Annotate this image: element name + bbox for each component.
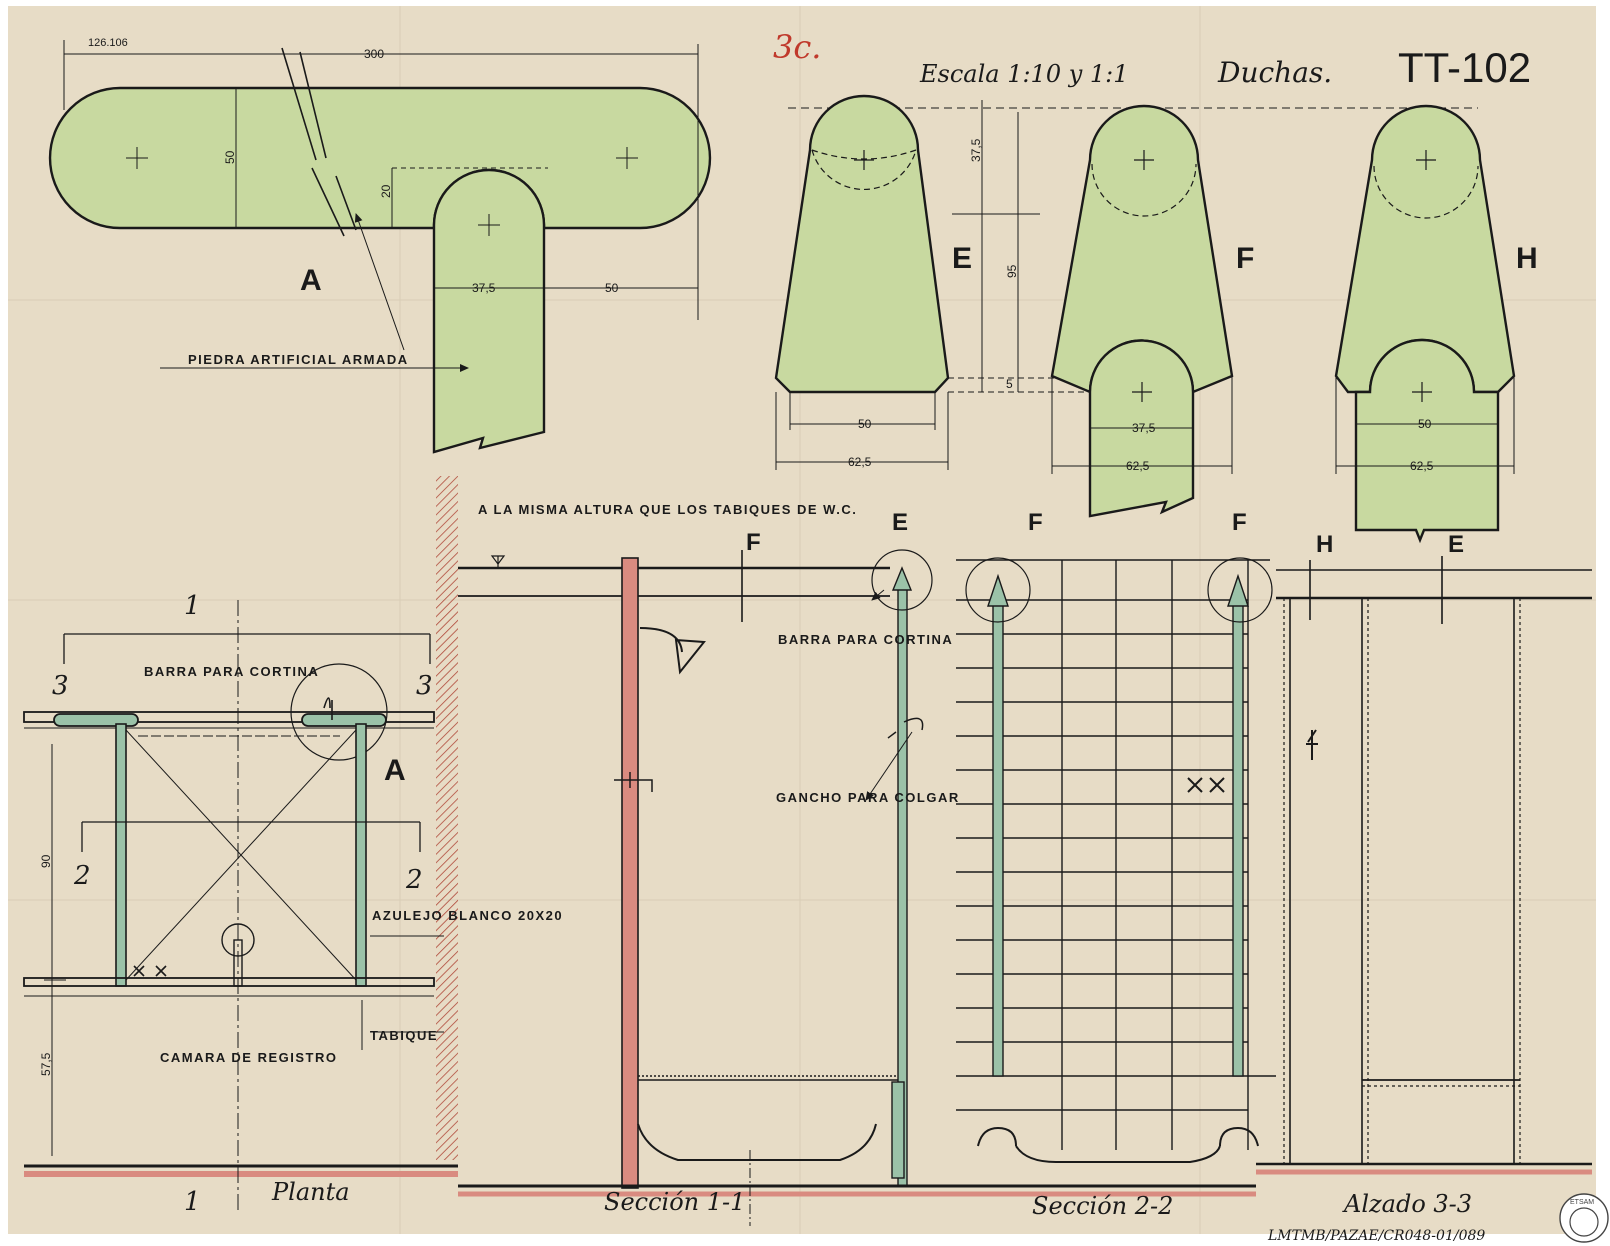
- etsam-logo: ETSAM: [1559, 1193, 1609, 1243]
- plan-partition-label: TABIQUE: [370, 1028, 438, 1043]
- profile-h-letter: H: [1516, 242, 1538, 275]
- section-1-1: [458, 549, 1256, 1226]
- section-2-2: [956, 557, 1273, 1163]
- section-1-1-title: Sección 1-1: [604, 1188, 745, 1216]
- archive-number: 126.106: [88, 37, 128, 49]
- profile-e-letter: E: [952, 242, 972, 275]
- profile-dim-375v: 37,5: [969, 138, 983, 162]
- profile-h-dim-50: 50: [1418, 417, 1432, 431]
- profile-e-dim-625: 62,5: [848, 455, 872, 469]
- elevation-ref-h: H: [1316, 531, 1333, 558]
- section-2-2-ref-f-left: F: [1028, 509, 1043, 536]
- material-label: PIEDRA ARTIFICIAL ARMADA: [188, 352, 409, 367]
- sheet-number: 3c.: [773, 28, 821, 66]
- archive-reference: LMTMB/PAZAE/CR048-01/089: [1267, 1228, 1485, 1244]
- detail-a-beam: [48, 86, 712, 230]
- plan-cut-2-right: 2: [405, 865, 423, 895]
- elevation-3-3-title: Alzado 3-3: [1342, 1190, 1472, 1218]
- profile-dim-95: 95: [1005, 264, 1019, 278]
- section-2-2-title: Sección 2-2: [1032, 1192, 1173, 1220]
- plan-dim-90: 90: [39, 854, 53, 868]
- profile-f-dim-625: 62,5: [1126, 459, 1150, 473]
- section-1-1-hook: GANCHO PARA COLGAR: [776, 790, 960, 805]
- plan-detail-ref: A: [384, 754, 406, 787]
- tile-grid-cols: [1061, 560, 1249, 1150]
- profile-e: 50 62,5 E: [774, 94, 972, 470]
- detail-a-dim-50v: 50: [223, 150, 237, 164]
- detail-a: [48, 86, 712, 454]
- profile-h: 50 62,5 H: [1334, 104, 1538, 544]
- section-2-2-ref-f-right: F: [1232, 509, 1247, 536]
- plan-chamber-label: CAMARA DE REGISTRO: [160, 1050, 337, 1065]
- plan-cut-2-left: 2: [73, 861, 91, 891]
- etsam-logo-text: ETSAM: [1570, 1199, 1594, 1206]
- elevation-3-3: [1248, 556, 1592, 1175]
- profile-e-shape: [774, 94, 950, 394]
- profile-dim-5: 5: [1006, 377, 1013, 391]
- detail-a-dim-50h: 50: [605, 281, 619, 295]
- section-1-1-note: A LA MISMA ALTURA QUE LOS TABIQUES DE W.…: [478, 502, 857, 517]
- section-1-1-ref-f: F: [746, 529, 761, 556]
- detail-a-post: [432, 168, 546, 454]
- profile-h-lower: [1354, 338, 1500, 544]
- plan-title: Planta: [271, 1178, 350, 1206]
- section-1-1-ref-e: E: [892, 509, 908, 536]
- sheet-subject: Duchas.: [1217, 56, 1332, 89]
- detail-a-dim-20: 20: [379, 184, 393, 198]
- profile-f: 37,5 62,5 F: [1050, 104, 1254, 518]
- profile-h-dim-625: 62,5: [1410, 459, 1434, 473]
- plan-view: [23, 476, 458, 1210]
- profile-e-dim-50: 50: [858, 417, 872, 431]
- plan-cut-3-left: 3: [52, 671, 69, 701]
- section-1-1-curtain-bar: BARRA PARA CORTINA: [778, 632, 953, 647]
- detail-a-dim-300: 300: [364, 47, 384, 61]
- tile-grid-rows: [956, 633, 1248, 1111]
- scale-note: Escala 1:10 y 1:1: [919, 60, 1129, 88]
- section-1-1-note-text: A LA MISMA ALTURA QUE LOS TABIQUES DE W.…: [478, 502, 857, 517]
- detail-a-letter: A: [300, 264, 322, 297]
- plan-tile-label-text: AZULEJO BLANCO 20X20: [372, 908, 563, 923]
- plan-curtain-bar-label: BARRA PARA CORTINA: [144, 664, 319, 679]
- plan-cut-1-top: 1: [184, 591, 201, 621]
- detail-a-dims: [63, 40, 699, 372]
- plan-tile-label: AZULEJO BLANCO 20X20: [372, 908, 563, 923]
- plan-dim-575: 57,5: [39, 1052, 53, 1076]
- profile-f-dim-375: 37,5: [1132, 421, 1156, 435]
- plan-cut-3-right: 3: [416, 671, 433, 701]
- detail-a-dim-375: 37,5: [472, 281, 496, 295]
- profile-f-letter: F: [1236, 242, 1254, 275]
- elevation-ref-e: E: [1448, 531, 1464, 558]
- plan-cut-1-bottom: 1: [184, 1187, 201, 1217]
- sheet-code: TT-102: [1398, 44, 1531, 91]
